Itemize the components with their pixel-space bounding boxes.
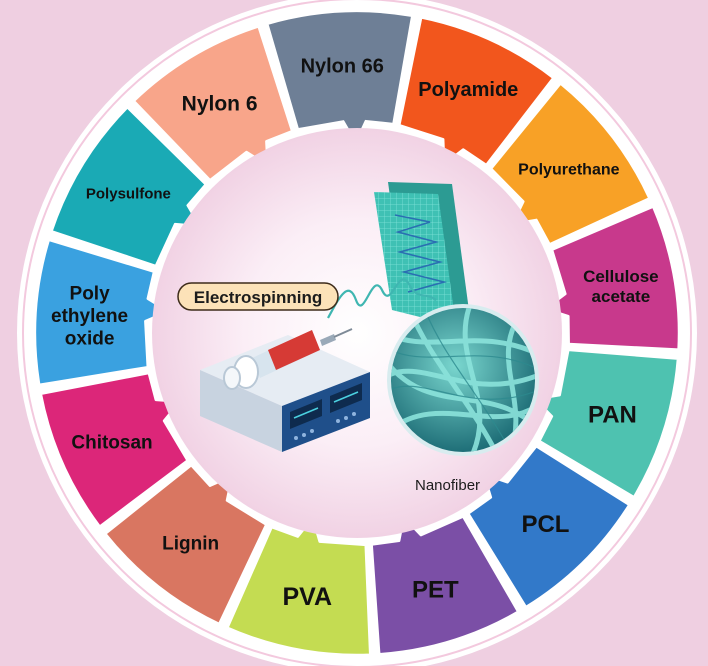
polymer-label: Chitosan	[71, 432, 152, 453]
electrospinning-text: Electrospinning	[194, 288, 322, 307]
polymer-label: PVA	[282, 583, 332, 611]
polymer-label: PET	[412, 577, 459, 604]
polymer-label: Nylon 6	[182, 92, 258, 115]
polymer-label: Polyamide	[418, 79, 518, 101]
electrospinning-label: Electrospinning	[177, 282, 339, 311]
polymer-label: PAN	[588, 402, 637, 429]
polymer-label: PCL	[521, 511, 569, 538]
outer-ring-edge	[22, 0, 692, 666]
polymer-label: Nylon 66	[301, 55, 384, 77]
polymer-label: Lignin	[162, 534, 219, 555]
nanofiber-label: Nanofiber	[415, 477, 480, 494]
electrospinning-machine-icon	[200, 328, 370, 452]
polymer-label: Polyurethane	[518, 161, 619, 178]
polymer-label: Polysulfone	[86, 185, 171, 202]
fiber-jet-line	[327, 278, 437, 319]
nanofiber-magnified-icon	[387, 304, 539, 456]
